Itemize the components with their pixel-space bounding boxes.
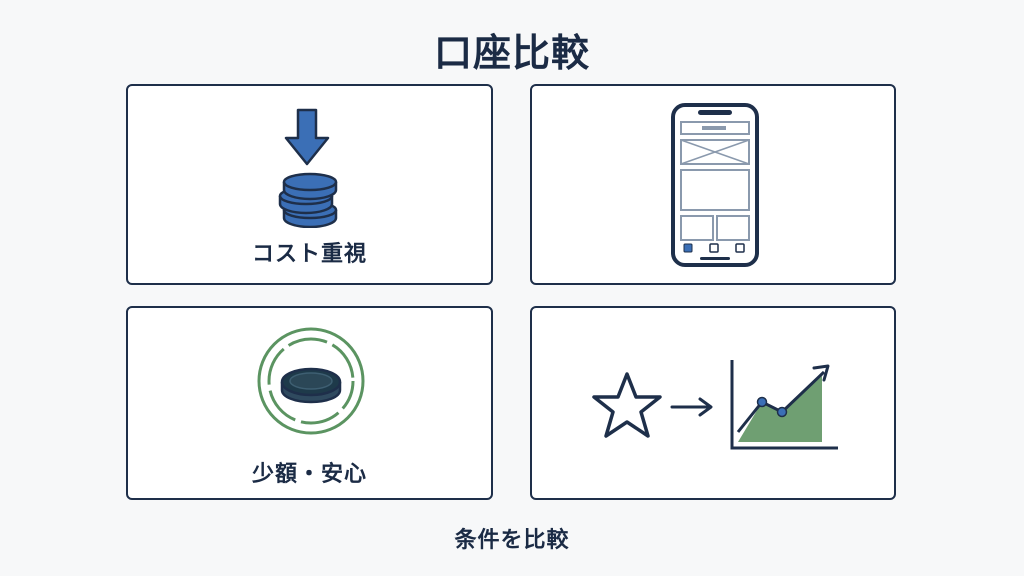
growth-chart-icon — [730, 360, 838, 450]
coin-stack-down-arrow-icon — [278, 108, 338, 228]
card-growth — [530, 306, 896, 500]
card-cost: コスト重視 — [126, 84, 493, 285]
card-safe: 少額・安心 — [126, 306, 493, 500]
card-label-cost: コスト重視 — [251, 242, 367, 267]
smartphone-app-icon — [671, 103, 759, 267]
arrow-right-icon — [670, 397, 713, 417]
card-label-safe: 少額・安心 — [251, 462, 367, 487]
star-icon — [592, 372, 662, 438]
footer-caption: 条件を比較 — [454, 528, 570, 553]
card-smartphone — [530, 84, 896, 285]
safe-coin-icon — [257, 327, 365, 435]
page-title: 口座比較 — [433, 31, 590, 75]
